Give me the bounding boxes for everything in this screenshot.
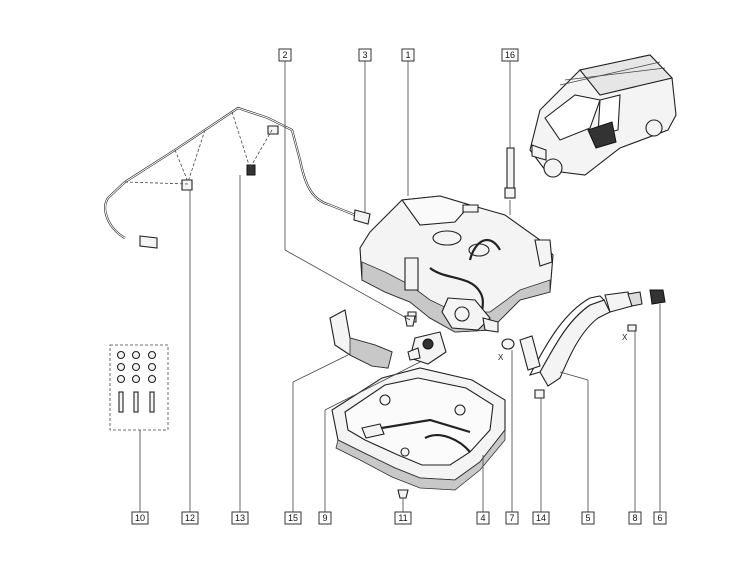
part-label-1-text: 1 [405,50,410,60]
part-label-4-text: 4 [480,513,485,523]
part-label-11[interactable]: 11 [394,511,412,525]
part-label-5-text: 5 [585,513,590,523]
vent-hose-assembly [104,106,371,249]
part-label-6-text: 6 [657,513,662,523]
axis-marker-x1: X [498,353,504,362]
part-label-4[interactable]: 4 [476,511,490,525]
part-label-7[interactable]: 7 [505,511,519,525]
part-label-3-text: 3 [362,50,367,60]
part-label-16[interactable]: 16 [501,48,519,62]
part-label-13[interactable]: 13 [231,511,249,525]
part-label-16-text: 16 [505,50,515,60]
part-label-10[interactable]: 10 [131,511,149,525]
fuel-tank [359,195,554,333]
heat-shield [329,309,393,369]
part-label-6[interactable]: 6 [653,511,667,525]
part-label-14[interactable]: 14 [532,511,550,525]
part-label-2[interactable]: 2 [278,48,292,62]
part-label-9[interactable]: 9 [318,511,332,525]
part-label-14-text: 14 [536,513,546,523]
vehicle-thumbnail [529,54,677,178]
part-label-12-text: 12 [185,513,195,523]
fuel-sender-rod [504,147,516,215]
part-label-13-text: 13 [235,513,245,523]
filler-neck-pipe [519,289,666,387]
tank-guard-tray [331,367,506,491]
leader-lines [139,60,661,512]
part-label-7-text: 7 [509,513,514,523]
part-label-9-text: 9 [322,513,327,523]
part-label-5[interactable]: 5 [581,511,595,525]
part-label-2-text: 2 [282,50,287,60]
part-label-8-text: 8 [632,513,637,523]
part-label-1[interactable]: 1 [401,48,415,62]
fastener-kit [109,344,169,431]
pump-module [407,331,447,365]
part-label-15[interactable]: 15 [284,511,302,525]
part-label-8[interactable]: 8 [628,511,642,525]
part-label-11-text: 11 [398,513,407,523]
part-label-15-text: 15 [288,513,298,523]
part-label-3[interactable]: 3 [358,48,372,62]
part-label-12[interactable]: 12 [181,511,199,525]
small-hardware [397,315,637,499]
axis-marker-x2: X [622,333,628,342]
part-label-10-text: 10 [135,513,145,523]
